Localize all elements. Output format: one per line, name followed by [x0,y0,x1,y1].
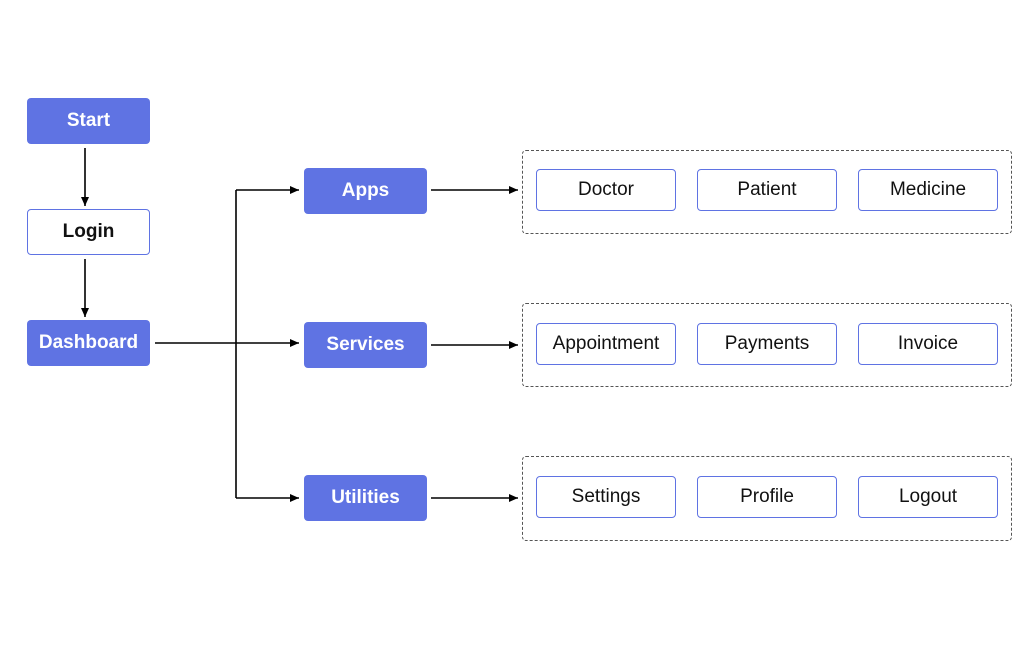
utilities-node: Utilities [304,475,427,521]
services-node: Services [304,322,427,368]
patient-node: Patient [697,169,837,211]
logout-node: Logout [858,476,998,518]
start-node: Start [27,98,150,144]
doctor-node: Doctor [536,169,676,211]
appointment-node: Appointment [536,323,676,365]
services-group [522,303,1012,387]
settings-node: Settings [536,476,676,518]
apps-node: Apps [304,168,427,214]
invoice-node: Invoice [858,323,998,365]
login-node: Login [27,209,150,255]
apps-group [522,150,1012,234]
dashboard-node: Dashboard [27,320,150,366]
profile-node: Profile [697,476,837,518]
payments-node: Payments [697,323,837,365]
utilities-group [522,456,1012,541]
medicine-node: Medicine [858,169,998,211]
